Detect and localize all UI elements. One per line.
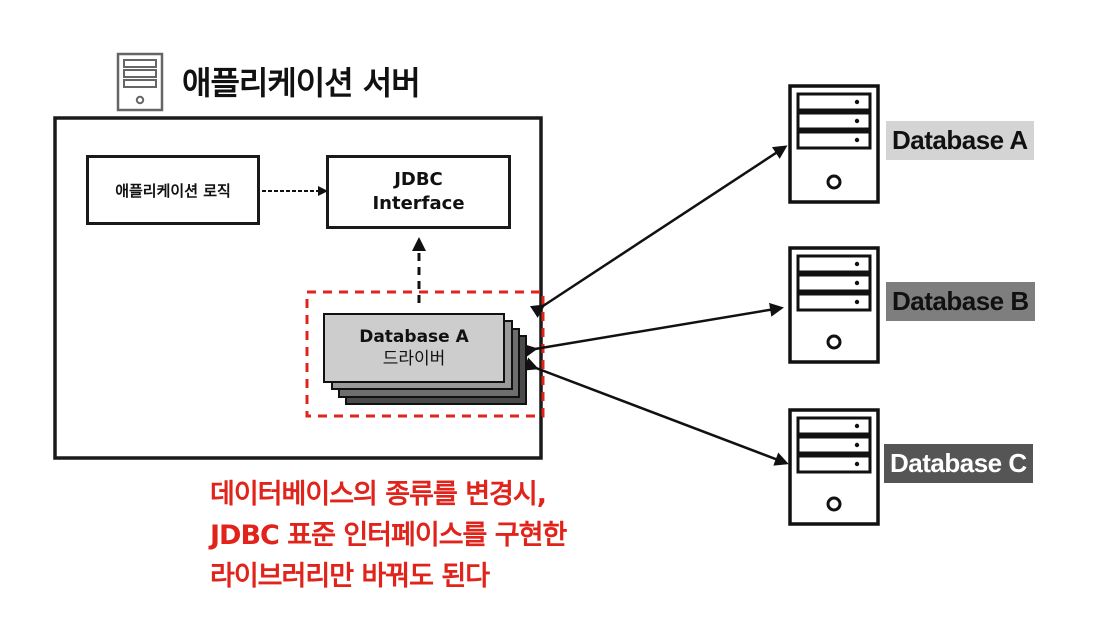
server-icon xyxy=(116,52,164,112)
db-connections xyxy=(522,145,789,466)
jdbc-label-line2: Interface xyxy=(372,193,465,214)
jdbc-interface-box: JDBC Interface xyxy=(326,155,511,229)
jdbc-label-line1: JDBC xyxy=(394,169,443,190)
app-logic-box: 애플리케이션 로직 xyxy=(86,155,260,225)
note-line: 라이브러리만 바꿔도 된다 xyxy=(210,561,490,592)
database-b-label: Database B xyxy=(886,282,1035,321)
database-c-label: Database C xyxy=(884,444,1033,483)
database-a-driver-box: Database A 드라이버 xyxy=(323,313,505,383)
driver-dashed-boundary xyxy=(305,290,545,418)
note-line: JDBC 표준 인터페이스를 구현한 xyxy=(210,520,567,551)
server-icon xyxy=(788,408,880,526)
server-icon xyxy=(788,84,880,204)
note-text: 데이터베이스의 종류를 변경시, JDBC 표준 인터페이스를 구현한 라이브러… xyxy=(210,474,567,597)
driver-label-line1: Database A xyxy=(359,327,469,347)
page-title: 애플리케이션 서버 xyxy=(182,64,421,102)
database-a-label: Database A xyxy=(886,121,1034,160)
server-icon xyxy=(788,246,880,364)
app-logic-label: 애플리케이션 로직 xyxy=(115,181,231,200)
driver-label-line2: 드라이버 xyxy=(382,349,446,369)
note-line: 데이터베이스의 종류를 변경시, xyxy=(210,479,547,510)
